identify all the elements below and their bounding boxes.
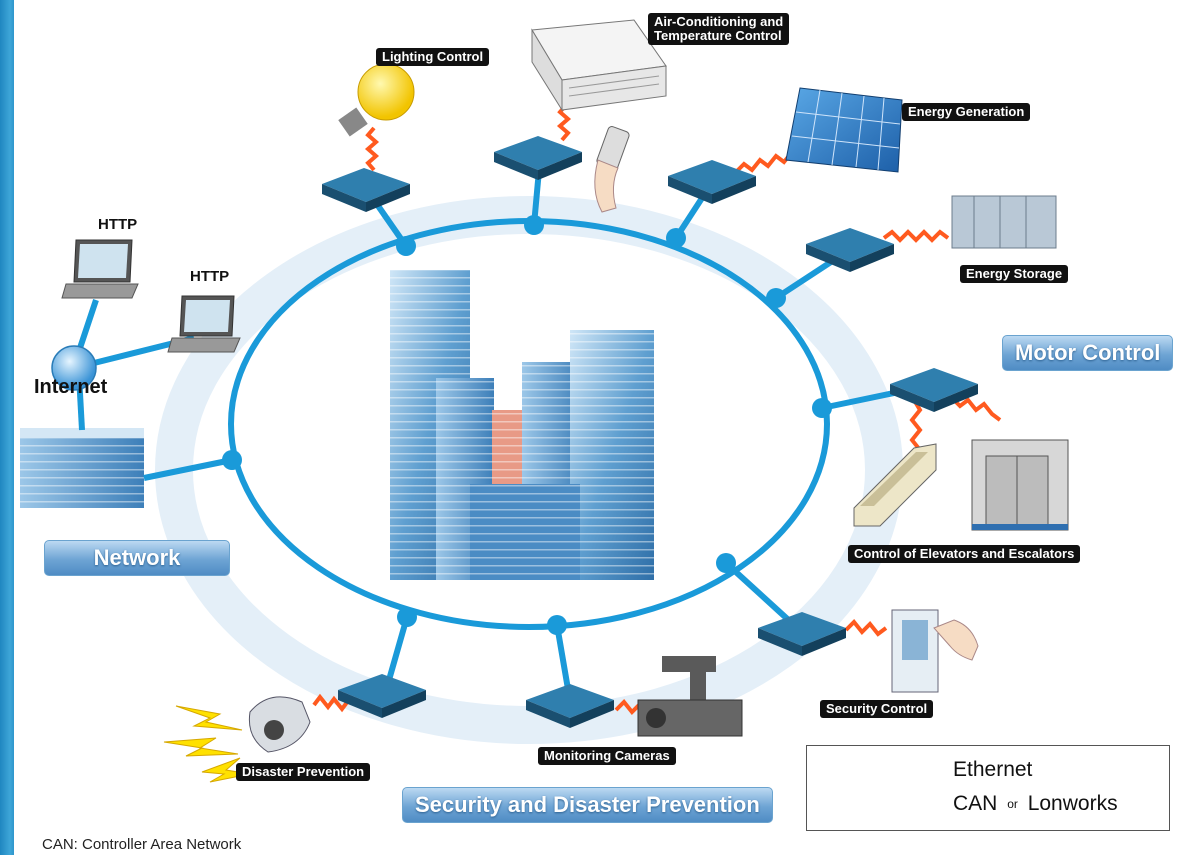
solar-panel-icon bbox=[785, 87, 903, 173]
network-category: Network bbox=[44, 540, 230, 576]
internet-globe-icon bbox=[51, 345, 97, 391]
node-box bbox=[322, 168, 410, 212]
node-box bbox=[526, 684, 614, 728]
monitoring-camera-icon bbox=[637, 656, 743, 737]
legend-or-text: or bbox=[1007, 797, 1018, 812]
security-control-label: Security Control bbox=[820, 700, 934, 718]
legend-ethernet-text: Ethernet bbox=[953, 758, 1033, 781]
diagram-canvas: Lighting Control Air-Conditioning and Te… bbox=[14, 0, 1189, 855]
http-label: HTTP bbox=[190, 268, 230, 285]
remote-control-icon bbox=[594, 126, 630, 213]
elevator-icon bbox=[971, 439, 1069, 531]
energy-generation-label: Energy Generation bbox=[902, 103, 1031, 121]
laptop-icon bbox=[61, 239, 139, 299]
laptop-icon bbox=[167, 295, 241, 353]
legend-lonworks-text: Lonworks bbox=[1027, 792, 1118, 815]
network-diagram bbox=[20, 19, 1069, 810]
legend: Ethernet CAN or Lonworks bbox=[806, 745, 1170, 831]
node-box bbox=[890, 368, 978, 412]
legend-can-text: CAN bbox=[953, 792, 998, 815]
node-box bbox=[806, 228, 894, 272]
node-box bbox=[758, 612, 846, 656]
motor-control-category: Motor Control bbox=[1002, 335, 1174, 371]
can-links bbox=[312, 103, 1002, 715]
central-buildings-illustration bbox=[390, 270, 654, 580]
card-reader-icon bbox=[891, 609, 979, 693]
elevators-label: Control of Elevators and Escalators bbox=[848, 545, 1081, 563]
legend-can: CAN or Lonworks bbox=[807, 792, 1169, 822]
http-label: HTTP bbox=[98, 216, 138, 233]
escalator-icon bbox=[853, 443, 937, 527]
security-camera-icon bbox=[248, 696, 311, 753]
security-disaster-category: Security and Disaster Prevention bbox=[402, 787, 773, 823]
monitoring-cameras-label: Monitoring Cameras bbox=[538, 747, 676, 765]
node-box bbox=[338, 674, 426, 718]
junction-dots bbox=[222, 215, 832, 635]
internet-label: Internet bbox=[34, 376, 108, 398]
energy-storage-icon bbox=[951, 195, 1057, 249]
aircon-label: Air-Conditioning and Temperature Control bbox=[648, 13, 790, 45]
air-conditioner-icon bbox=[531, 19, 667, 112]
network-building-illustration bbox=[20, 428, 144, 508]
disaster-prevention-label: Disaster Prevention bbox=[236, 763, 371, 781]
footnote: CAN: Controller Area Network bbox=[42, 836, 242, 853]
energy-storage-label: Energy Storage bbox=[960, 265, 1069, 283]
node-box bbox=[668, 160, 756, 204]
node-box bbox=[494, 136, 582, 180]
lighting-control-label: Lighting Control bbox=[376, 48, 490, 66]
lightbulb-icon bbox=[338, 63, 415, 137]
legend-ethernet: Ethernet bbox=[807, 758, 1169, 788]
